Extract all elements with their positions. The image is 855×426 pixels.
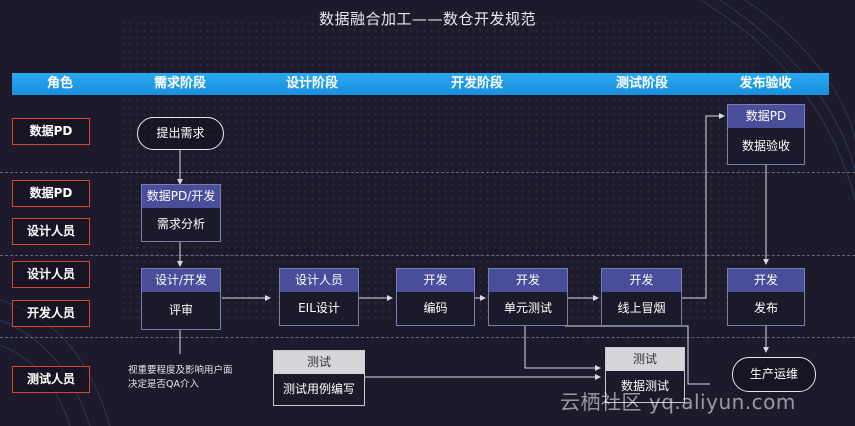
node-review[interactable]: 设计/开发 评审	[141, 268, 221, 330]
node-release[interactable]: 开发 发布	[727, 268, 805, 326]
watermark: 云栖社区 yq.aliyun.com	[560, 390, 796, 414]
header-requirement: 需求阶段	[153, 76, 206, 91]
qa-note: 视重要程度及影响用户面 决定是否QA介入	[128, 364, 268, 392]
node-test-case-writing[interactable]: 测试 测试用例编写	[273, 350, 365, 406]
node-header: 设计/开发	[142, 269, 220, 292]
header-release: 发布验收	[739, 76, 792, 91]
node-body: 需求分析	[156, 217, 205, 231]
node-body: 数据测试	[620, 379, 669, 393]
node-body: EIL设计	[298, 301, 340, 315]
node-unit-test[interactable]: 开发 单元测试	[488, 268, 568, 326]
node-header: 开发	[602, 269, 681, 292]
node-header: 测试	[274, 351, 364, 374]
node-header: 开发	[489, 269, 567, 292]
node-eil-design[interactable]: 设计人员 EIL设计	[279, 268, 359, 326]
lane-separator	[0, 172, 855, 173]
lane-separator	[0, 255, 855, 256]
page-title: 数据融合加工——数仓开发规范	[318, 10, 536, 28]
node-header: 开发	[397, 269, 474, 292]
node-header: 数据PD	[728, 105, 804, 128]
role-developer: 开发人员	[12, 300, 90, 327]
node-body: 单元测试	[503, 301, 552, 315]
node-coding[interactable]: 开发 编码	[396, 268, 475, 326]
node-requirement-analysis[interactable]: 数据PD/开发 需求分析	[141, 184, 221, 242]
role-data-pd: 数据PD	[12, 118, 90, 145]
node-body: 编码	[423, 301, 448, 315]
node-header: 测试	[606, 348, 684, 371]
header-development: 开发阶段	[450, 76, 503, 91]
node-header: 开发	[728, 269, 804, 292]
node-production-ops[interactable]: 生产运维	[732, 357, 816, 392]
node-online-smoke-test[interactable]: 开发 线上冒烟	[601, 268, 682, 326]
stage-header: 角色 需求阶段 设计阶段 开发阶段 测试阶段 发布验收	[12, 73, 829, 95]
header-role: 角色	[46, 76, 73, 91]
role-designer: 设计人员	[12, 218, 90, 245]
node-body: 线上冒烟	[617, 301, 666, 315]
node-data-acceptance[interactable]: 数据PD 数据验收	[727, 104, 805, 165]
node-body: 发布	[753, 301, 778, 315]
node-header: 设计人员	[280, 269, 358, 292]
node-data-test[interactable]: 测试 数据测试	[605, 347, 685, 403]
qa-note-line: 决定是否QA介入	[128, 379, 199, 390]
role-data-pd: 数据PD	[12, 180, 90, 207]
lane-separator	[0, 337, 855, 338]
node-header: 数据PD/开发	[142, 185, 220, 208]
node-body: 测试用例编写	[282, 382, 355, 396]
node-raise-requirement[interactable]: 提出需求	[137, 117, 224, 150]
header-design: 设计阶段	[285, 76, 338, 91]
role-tester: 测试人员	[12, 366, 90, 393]
node-body: 评审	[168, 303, 193, 317]
qa-note-line: 视重要程度及影响用户面	[128, 365, 233, 376]
node-body: 数据验收	[741, 139, 790, 153]
role-designer: 设计人员	[12, 261, 90, 288]
header-test: 测试阶段	[615, 76, 668, 91]
